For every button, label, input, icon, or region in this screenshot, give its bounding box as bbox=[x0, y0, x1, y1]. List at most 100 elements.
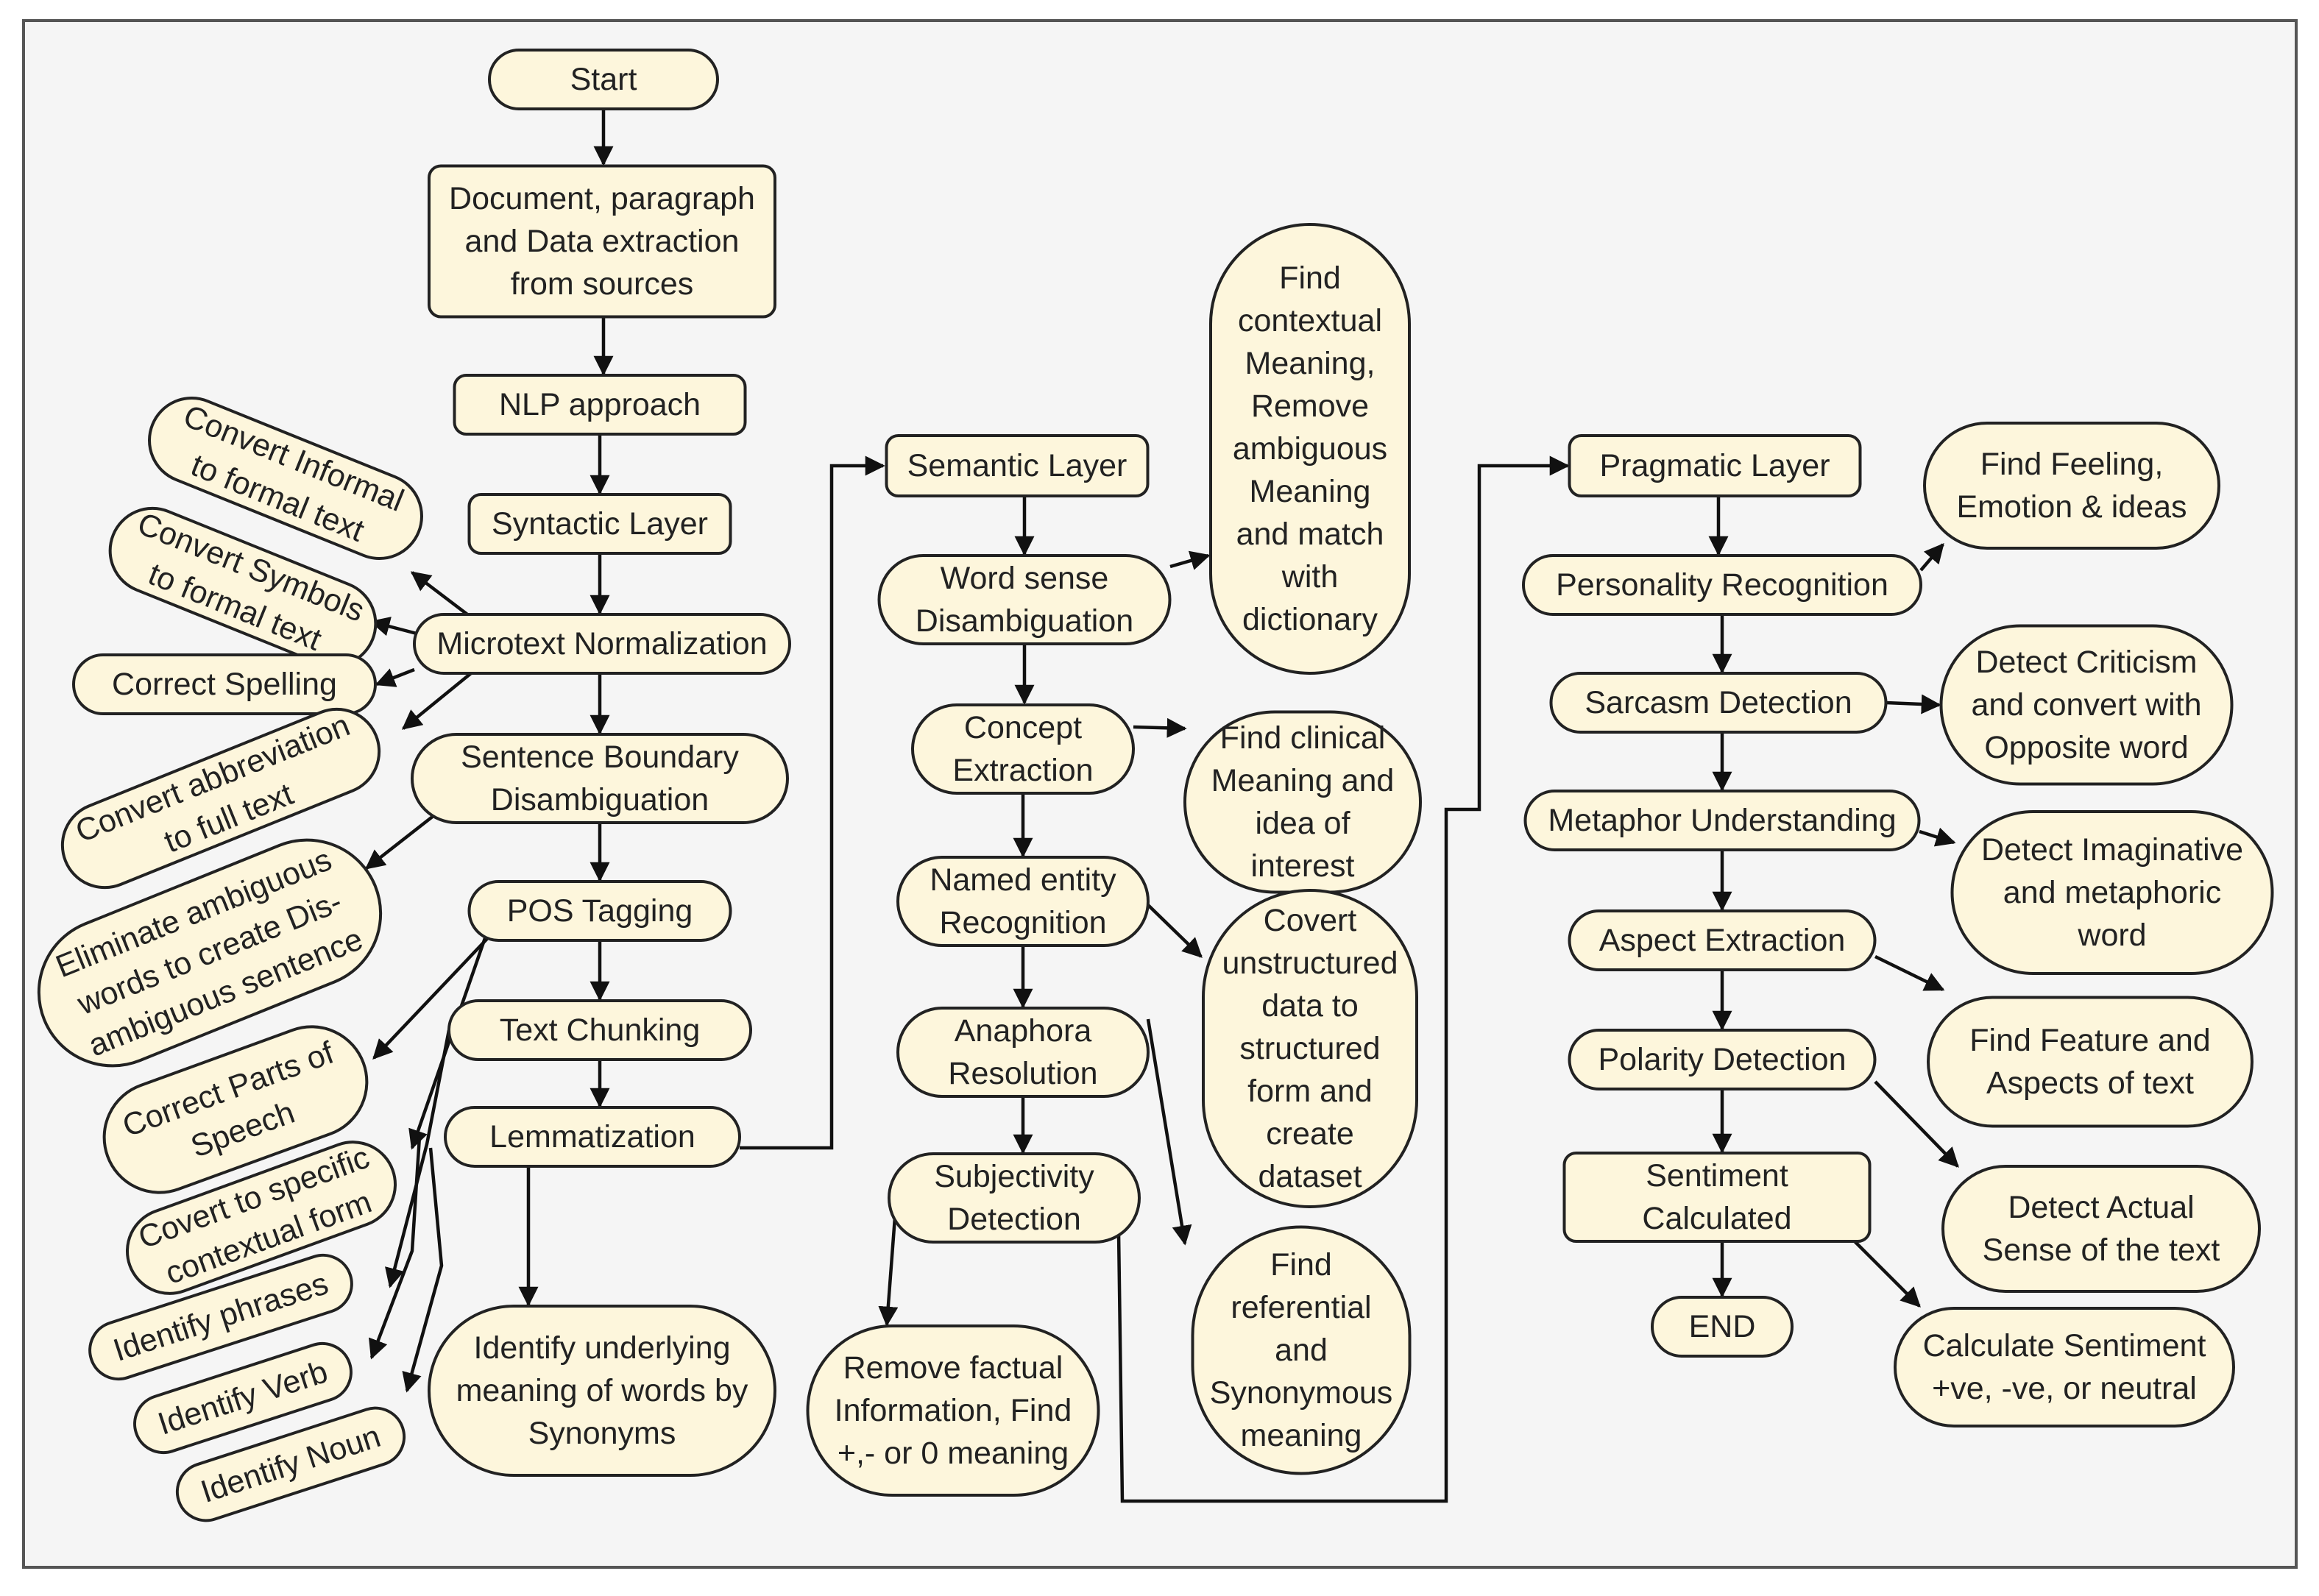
node-label: +,- or 0 meaning bbox=[838, 1436, 1069, 1471]
node-label: NLP approach bbox=[499, 387, 701, 422]
node-label: Synonymous bbox=[1210, 1375, 1393, 1411]
node-nlp-approach: NLP approach bbox=[453, 374, 747, 436]
node-start: Start bbox=[488, 49, 719, 110]
edge-pos-to-contextual bbox=[408, 935, 488, 1150]
node-shape bbox=[1523, 790, 1921, 851]
node-label: from sources bbox=[511, 266, 694, 302]
node-label: idea of bbox=[1255, 806, 1350, 841]
node-microtext-normalization: Microtext Normalization bbox=[413, 613, 791, 675]
node-shape bbox=[447, 999, 752, 1061]
node-shape bbox=[72, 653, 377, 715]
node-label: +ve, -ve, or neutral bbox=[1932, 1371, 2197, 1406]
node-label: Identify underlying bbox=[474, 1330, 731, 1366]
edge-microtext-to-informal bbox=[410, 571, 469, 616]
edge-subjectivity-to-pragmatic bbox=[1116, 455, 1570, 1503]
node-shape bbox=[1568, 434, 1862, 497]
node-label: and match bbox=[1236, 517, 1384, 552]
node-semantic-layer: Semantic Layer bbox=[885, 434, 1150, 497]
edge-pos-to-parts-of-speech bbox=[372, 927, 498, 1060]
node-find-feeling: Find Feeling,Emotion & ideas bbox=[1923, 422, 2220, 550]
edge-microtext-to-spelling bbox=[375, 667, 415, 687]
node-shape bbox=[888, 1152, 1141, 1244]
edge-wordsense-to-contextual bbox=[1169, 550, 1211, 570]
node-label: meaning bbox=[1241, 1418, 1362, 1453]
node-shape bbox=[1202, 889, 1418, 1208]
node-shape bbox=[877, 554, 1172, 645]
node-shape bbox=[1522, 554, 1922, 616]
node-label: and convert with bbox=[1971, 687, 2201, 723]
node-shape bbox=[467, 880, 732, 942]
node-label: and bbox=[1275, 1333, 1328, 1368]
node-shape bbox=[1939, 624, 2234, 786]
node-label: Calculated bbox=[1642, 1201, 1791, 1236]
node-label: Named entity bbox=[930, 862, 1116, 898]
node-personality: Personality Recognition bbox=[1522, 554, 1922, 616]
node-label: Covert bbox=[1264, 903, 1357, 938]
node-label: and Data extraction bbox=[465, 224, 740, 259]
node-label: Word sense bbox=[941, 561, 1109, 596]
node-shape bbox=[1209, 223, 1411, 675]
node-label: Calculate Sentiment bbox=[1923, 1328, 2206, 1363]
edge-aspect-to-feature bbox=[1874, 954, 1945, 992]
node-label: Find bbox=[1279, 260, 1341, 296]
node-label: interest bbox=[1250, 848, 1354, 884]
node-shape bbox=[896, 1007, 1150, 1098]
node-label: Semantic Layer bbox=[907, 448, 1127, 483]
node-label: END bbox=[1689, 1309, 1756, 1344]
node-label: Text Chunking bbox=[500, 1012, 701, 1048]
node-metaphor: Metaphor Understanding bbox=[1523, 790, 1921, 851]
node-pos-tagging: POS Tagging bbox=[467, 880, 732, 942]
edge-sentence-to-eliminate bbox=[364, 814, 436, 870]
edge-anaphora-to-referential bbox=[1146, 1018, 1192, 1246]
edge-lemma-to-noun bbox=[402, 1147, 444, 1393]
node-shape bbox=[911, 703, 1135, 795]
node-shape bbox=[1568, 1029, 1877, 1090]
node-label: dictionary bbox=[1242, 602, 1378, 637]
node-label: Synonyms bbox=[528, 1416, 676, 1451]
edge-sarcasm-to-criticism bbox=[1886, 694, 1941, 714]
edge-polarity-to-actual bbox=[1874, 1080, 1959, 1168]
node-shape bbox=[1923, 422, 2220, 550]
node-shape bbox=[488, 49, 719, 110]
node-label: ambiguous bbox=[1233, 431, 1387, 467]
node-label: structured bbox=[1239, 1031, 1380, 1066]
edge-microtext-to-abbreviation bbox=[401, 672, 472, 730]
edge-lemma-to-semantic bbox=[740, 455, 885, 1150]
node-end: END bbox=[1651, 1296, 1794, 1358]
node-shape bbox=[108, 506, 378, 668]
node-shape bbox=[1950, 810, 2274, 975]
node-label: Personality Recognition bbox=[1556, 567, 1888, 603]
node-polarity: Polarity Detection bbox=[1568, 1029, 1877, 1090]
node-label: referential bbox=[1231, 1290, 1371, 1325]
node-shape bbox=[1191, 1225, 1412, 1475]
node-label: Correct Spelling bbox=[112, 667, 337, 702]
edge-lemma-to-verb bbox=[368, 1136, 422, 1360]
node-label: contextual bbox=[1238, 303, 1382, 338]
node-shape bbox=[1549, 672, 1888, 734]
node-label: Remove factual bbox=[843, 1350, 1063, 1386]
node-label: with bbox=[1281, 559, 1338, 595]
edge-personality-to-feeling bbox=[1919, 542, 1944, 572]
node-label: Sentiment bbox=[1646, 1158, 1788, 1194]
node-aspect-extraction: Aspect Extraction bbox=[1568, 909, 1877, 971]
node-label: POS Tagging bbox=[507, 893, 693, 929]
node-text-chunking: Text Chunking bbox=[447, 999, 752, 1061]
node-label: and metaphoric bbox=[2003, 875, 2221, 910]
edge-metaphor-to-imaginative bbox=[1919, 827, 1956, 847]
node-label: Remove bbox=[1251, 389, 1369, 424]
node-label: Detection bbox=[947, 1202, 1081, 1237]
node-label: Microtext Normalization bbox=[436, 626, 767, 662]
node-shape bbox=[102, 1025, 369, 1194]
node-shape bbox=[1651, 1296, 1794, 1358]
node-label: Anaphora bbox=[955, 1013, 1092, 1049]
node-shape bbox=[37, 838, 383, 1068]
